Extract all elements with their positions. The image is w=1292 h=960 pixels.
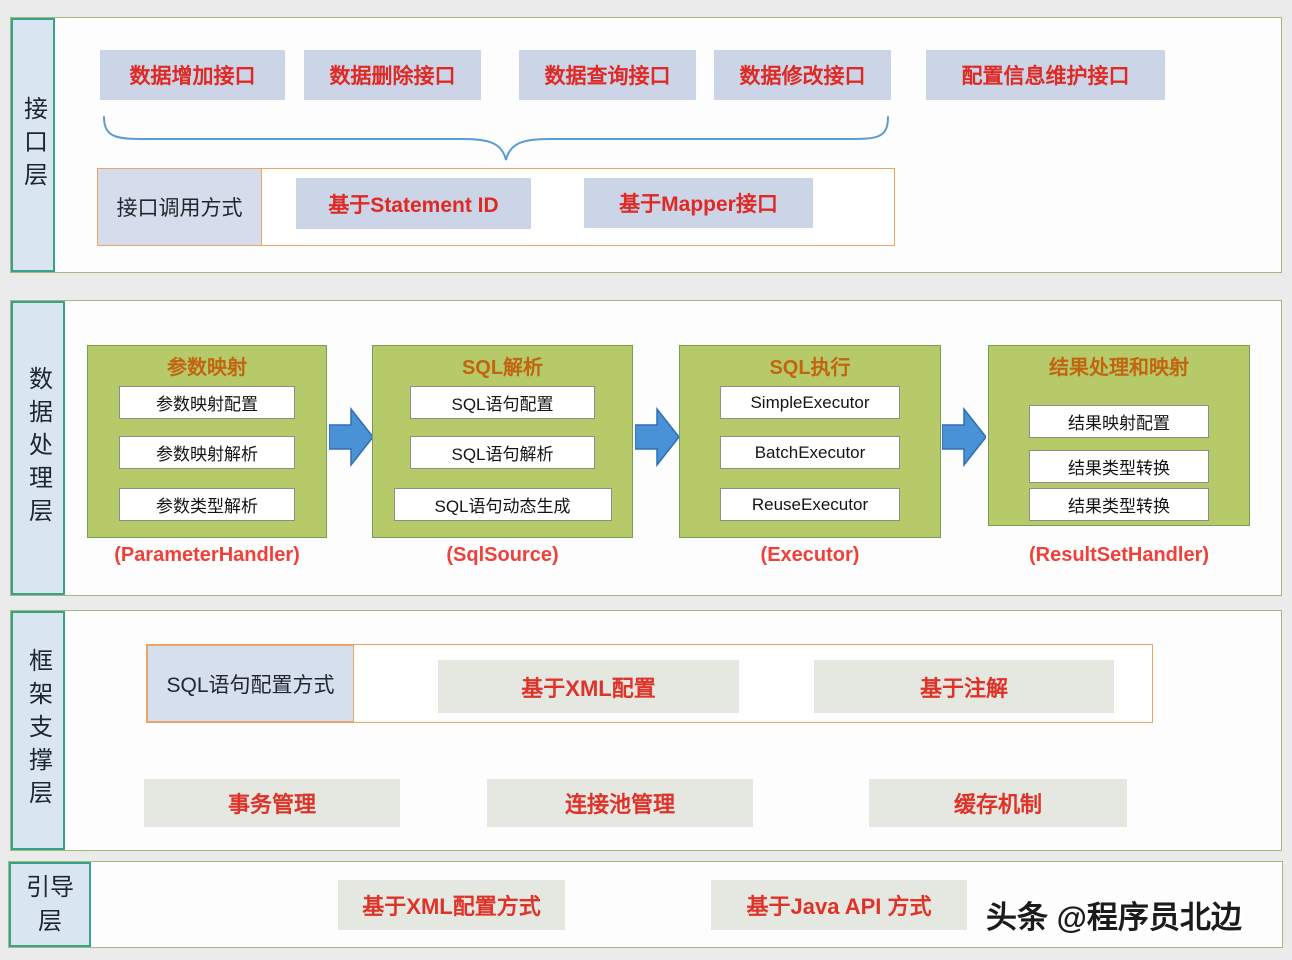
group-title: SQL解析 [461, 357, 544, 379]
flow-arrow-icon [942, 406, 986, 468]
watermark-text: 头条 @程序员北边 [986, 900, 1242, 935]
config-method-annotation: 基于注解 [814, 660, 1114, 713]
group-item: SQL语句配置 [410, 386, 595, 419]
support-cache: 缓存机制 [869, 779, 1127, 827]
handler-label-resultsethandler: (ResultSetHandler) [1028, 544, 1210, 566]
config-method-xml: 基于XML配置 [438, 660, 739, 713]
call-method-mapper: 基于Mapper接口 [584, 178, 813, 228]
group-item: 结果类型转换 [1029, 488, 1209, 521]
group-sql-parsing: SQL解析 SQL语句配置 SQL语句解析 SQL语句动态生成 [372, 345, 633, 538]
layer-label-interface: 接口层 [11, 18, 55, 272]
bootstrap-layer-section: 引导层 基于XML配置方式 基于Java API 方式 头条 @程序员北边 [8, 861, 1283, 948]
api-box-insert: 数据增加接口 [100, 50, 285, 100]
layer-label-bootstrap: 引导层 [9, 862, 91, 947]
handler-label-executor: (Executor) [760, 544, 860, 566]
support-connection-pool: 连接池管理 [487, 779, 753, 827]
framework-support-layer-section: 框架支撑层 SQL语句配置方式 基于XML配置 基于注解 事务管理 连接池管理 … [10, 610, 1282, 851]
api-box-query: 数据查询接口 [519, 50, 696, 100]
call-method-statement-id: 基于Statement ID [296, 178, 531, 229]
group-item: SQL语句动态生成 [393, 488, 612, 521]
api-box-delete: 数据删除接口 [304, 50, 481, 100]
group-title: 结果处理和映射 [1049, 357, 1189, 379]
group-parameter-mapping: 参数映射 参数映射配置 参数映射解析 参数类型解析 [87, 345, 327, 538]
layer-label-framework-support: 框架支撑层 [11, 611, 65, 850]
handler-label-parameterhandler: (ParameterHandler) [114, 544, 300, 566]
group-result-handling: 结果处理和映射 结果映射配置 结果类型转换 结果类型转换 [988, 345, 1250, 526]
group-item: ReuseExecutor [720, 488, 900, 521]
group-item: 参数映射配置 [119, 386, 295, 419]
data-processing-layer-section: 数据处理层 参数映射 参数映射配置 参数映射解析 参数类型解析 (Paramet… [10, 300, 1282, 596]
interface-layer-section: 接口层 数据增加接口 数据删除接口 数据查询接口 数据修改接口 配置信息维护接口… [10, 17, 1282, 273]
bootstrap-method-xml: 基于XML配置方式 [338, 880, 565, 930]
support-transaction: 事务管理 [144, 779, 400, 827]
layer-label-data-processing: 数据处理层 [11, 301, 65, 595]
group-item: 参数类型解析 [119, 488, 295, 521]
bootstrap-method-java-api: 基于Java API 方式 [711, 880, 967, 930]
group-item: 结果类型转换 [1029, 450, 1209, 483]
handler-label-sqlsource: (SqlSource) [446, 544, 559, 566]
api-box-config-maintain: 配置信息维护接口 [926, 50, 1165, 100]
group-item: 结果映射配置 [1029, 405, 1209, 438]
group-sql-execution: SQL执行 SimpleExecutor BatchExecutor Reuse… [679, 345, 941, 538]
group-item: SimpleExecutor [720, 386, 900, 419]
group-title: 参数映射 [167, 357, 247, 379]
api-box-update: 数据修改接口 [714, 50, 891, 100]
group-item: 参数映射解析 [119, 436, 295, 469]
flow-arrow-icon [635, 406, 679, 468]
group-item: BatchExecutor [720, 436, 900, 469]
brace-icon [103, 116, 889, 161]
group-title: SQL执行 [769, 357, 851, 379]
sql-config-method-label: SQL语句配置方式 [147, 645, 354, 722]
group-item: SQL语句解析 [410, 436, 595, 469]
call-method-label: 接口调用方式 [98, 169, 262, 245]
flow-arrow-icon [329, 406, 373, 468]
